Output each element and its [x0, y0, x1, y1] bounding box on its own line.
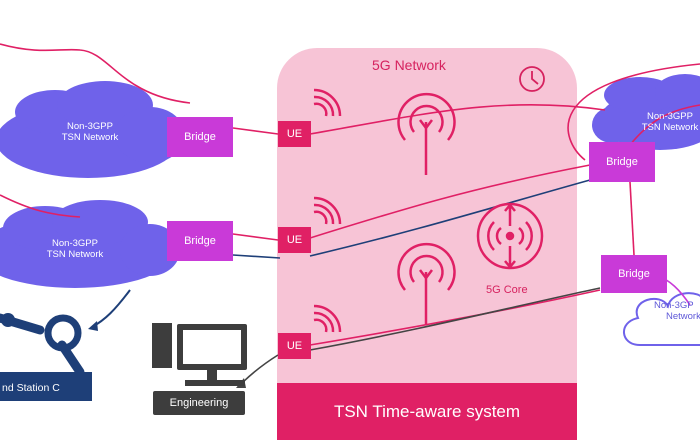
links-magenta — [0, 43, 700, 346]
engineering-label[interactable]: Engineering — [153, 391, 245, 415]
signal-icon-ue2 — [313, 196, 342, 225]
5g-core-label: 5G Core — [486, 284, 528, 296]
clock-icon — [519, 66, 545, 92]
ue-bottom[interactable]: UE — [278, 333, 311, 359]
tower-icon-top — [397, 92, 456, 175]
arrow-station — [91, 289, 131, 328]
signal-icon-ue3 — [313, 304, 342, 333]
5g-network-title: 5G Network — [372, 57, 446, 73]
link-gray — [309, 287, 601, 351]
5g-core-icon — [476, 202, 544, 270]
cloud-left-bottom — [0, 200, 180, 288]
cloud-right-bottom — [623, 292, 700, 346]
ue-middle[interactable]: UE — [278, 227, 311, 253]
bridge-left-top[interactable]: Bridge — [167, 117, 233, 157]
station-label[interactable]: nd Station C — [0, 374, 92, 401]
ue-top[interactable]: UE — [278, 121, 311, 147]
tower-icon-bottom — [397, 242, 456, 325]
bridge-right-bottom[interactable]: Bridge — [601, 255, 667, 293]
cloud-right-top — [592, 74, 700, 150]
bridge-right-top[interactable]: Bridge — [589, 142, 655, 182]
computer-icon — [152, 323, 247, 386]
link-navy — [232, 179, 591, 259]
tsn-footer: TSN Time-aware system — [277, 383, 577, 440]
bridge-left-bottom[interactable]: Bridge — [167, 221, 233, 261]
signal-icon-ue1 — [313, 88, 342, 117]
